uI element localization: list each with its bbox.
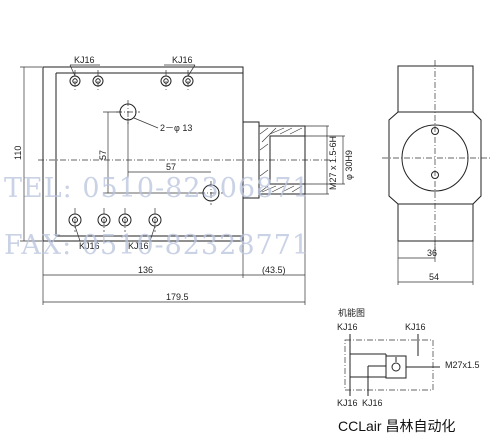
top-ports — [69, 64, 196, 92]
bottom-ports — [68, 208, 162, 242]
threaded-port — [242, 121, 345, 199]
kj16-bottom-right-label: KJ16 — [128, 241, 149, 251]
brand-footer: CCLair 昌林自动化 — [338, 418, 455, 434]
symbol-thread-label: M27x1.5 — [445, 360, 480, 370]
kj16-top-right-label: KJ16 — [172, 55, 193, 65]
dim-136-label: 136 — [138, 265, 153, 275]
function-symbol: 机能图 KJ16 KJ16 KJ16 KJ16 M27x1.5 — [337, 307, 480, 408]
front-view — [20, 64, 345, 305]
kj16-bottom-left-label: KJ16 — [79, 241, 100, 251]
symbol-title: 机能图 — [338, 307, 365, 318]
bore-spec-label: φ 30H9 — [344, 150, 354, 180]
symbol-kj16-d: KJ16 — [362, 398, 383, 408]
symbol-kj16-a: KJ16 — [337, 322, 358, 332]
dim-bottom-lines — [42, 194, 306, 305]
symbol-kj16-b: KJ16 — [405, 322, 426, 332]
kj16-top-left-label: KJ16 — [74, 55, 95, 65]
contact-watermark: TEL: 0510-82306871 FAX: 0510-82328771 — [4, 173, 311, 261]
dim-57-vertical-label: 57 — [98, 150, 108, 160]
symbol-kj16-c: KJ16 — [337, 398, 358, 408]
dim-36-label: 36 — [427, 248, 437, 258]
dim-110-lines — [20, 66, 42, 242]
dim-54-label: 54 — [429, 272, 439, 282]
dim-57-lines — [103, 111, 211, 194]
dim-179-5-label: 179.5 — [166, 292, 189, 302]
valve-body-outline — [42, 66, 244, 242]
thread-spec-label: M27 x 1.5-6H — [328, 136, 338, 190]
drawing-labels: KJ16 KJ16 KJ16 KJ16 2－φ 13 57 57 110 136… — [13, 55, 439, 302]
hole-callout-label: 2－φ 13 — [160, 123, 192, 133]
dim-110-label: 110 — [13, 146, 23, 160]
watermark-fax: FAX: 0510-82328771 — [4, 230, 310, 261]
dim-43-5-label: (43.5) — [262, 265, 286, 275]
dim-57-horizontal-label: 57 — [166, 162, 176, 172]
side-view — [382, 60, 490, 285]
watermark-tel: TEL: 0510-82306871 — [4, 173, 311, 204]
